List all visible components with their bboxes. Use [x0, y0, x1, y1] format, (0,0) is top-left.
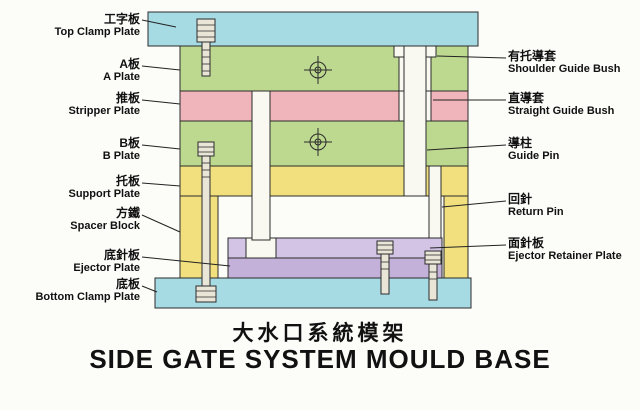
label-straight-guide-bush: 直導套 Straight Guide Bush [508, 92, 614, 118]
label-shoulder-guide-bush: 有托導套 Shoulder Guide Bush [508, 50, 620, 76]
label-shoulder-guide-bush-en: Shoulder Guide Bush [508, 63, 621, 75]
label-top-clamp-plate-cn: 工字板 [103, 12, 140, 26]
shape-ejector-plate [227, 257, 443, 279]
label-spacer-block-cn: 方鐵 [115, 206, 140, 220]
label-bottom-clamp-plate-en: Bottom Clamp Plate [35, 291, 140, 303]
label-guide-pin-en: Guide Pin [508, 150, 560, 162]
title-chinese: 大水口系統模架 [232, 322, 408, 345]
label-shoulder-guide-bush-cn: 有托導套 [508, 49, 557, 63]
label-ejector-retainer-plate: 面針板 Ejector Retainer Plate [508, 237, 622, 263]
label-stripper-plate-cn: 推板 [115, 91, 140, 105]
label-b-plate-en: B Plate [102, 150, 140, 162]
label-straight-guide-bush-cn: 直導套 [508, 91, 545, 105]
label-ejector-plate: 底針板 Ejector Plate [73, 249, 140, 275]
shape-center-column [251, 90, 271, 241]
label-guide-pin-cn: 導柱 [508, 136, 533, 150]
label-a-plate: A板 A Plate [103, 58, 140, 84]
label-spacer-block: 方鐵 Spacer Block [70, 207, 140, 233]
label-a-plate-en: A Plate [103, 71, 140, 83]
label-bottom-clamp-plate: 底板 Bottom Clamp Plate [35, 278, 140, 304]
shape-bolt-top [196, 18, 216, 77]
label-ejector-retainer-plate-cn: 面針板 [508, 236, 545, 250]
connector-lines-left [141, 19, 231, 293]
shape-spacer-block-right [443, 195, 469, 279]
connector-lines-right [426, 55, 507, 249]
label-return-pin-en: Return Pin [508, 206, 564, 218]
shape-return-pin [428, 165, 442, 239]
center-mark-a-plate [304, 56, 332, 84]
label-stripper-plate: 推板 Stripper Plate [68, 92, 140, 118]
label-support-plate-cn: 托板 [115, 174, 140, 188]
label-a-plate-cn: A板 [119, 57, 140, 71]
label-ejector-retainer-plate-en: Ejector Retainer Plate [508, 250, 622, 262]
label-ejector-plate-en: Ejector Plate [73, 262, 140, 274]
label-top-clamp-plate: 工字板 Top Clamp Plate [55, 13, 140, 39]
shape-spacer-block-left [179, 195, 219, 279]
label-bottom-clamp-plate-cn: 底板 [115, 277, 140, 291]
shape-guide-pin [403, 45, 427, 197]
shape-bolt-left-long [195, 141, 217, 303]
shape-center-column-foot [245, 237, 277, 259]
label-ejector-plate-cn: 底針板 [103, 248, 140, 262]
label-spacer-block-en: Spacer Block [70, 220, 140, 232]
label-guide-pin: 導柱 Guide Pin [508, 137, 559, 163]
label-straight-guide-bush-en: Straight Guide Bush [508, 105, 615, 117]
label-return-pin-cn: 回針 [508, 192, 533, 206]
label-support-plate: 托板 Support Plate [68, 175, 140, 201]
label-top-clamp-plate-en: Top Clamp Plate [54, 26, 140, 38]
label-return-pin: 回針 Return Pin [508, 193, 564, 219]
shape-bolt-ejector [376, 240, 394, 295]
shape-bolt-right [424, 250, 442, 301]
title-english: SIDE GATE SYSTEM MOULD BASE [89, 344, 551, 374]
label-b-plate: B板 B Plate [103, 137, 140, 163]
center-mark-b-plate [304, 128, 332, 156]
label-support-plate-en: Support Plate [68, 188, 140, 200]
label-stripper-plate-en: Stripper Plate [68, 105, 140, 117]
label-b-plate-cn: B板 [119, 136, 140, 150]
